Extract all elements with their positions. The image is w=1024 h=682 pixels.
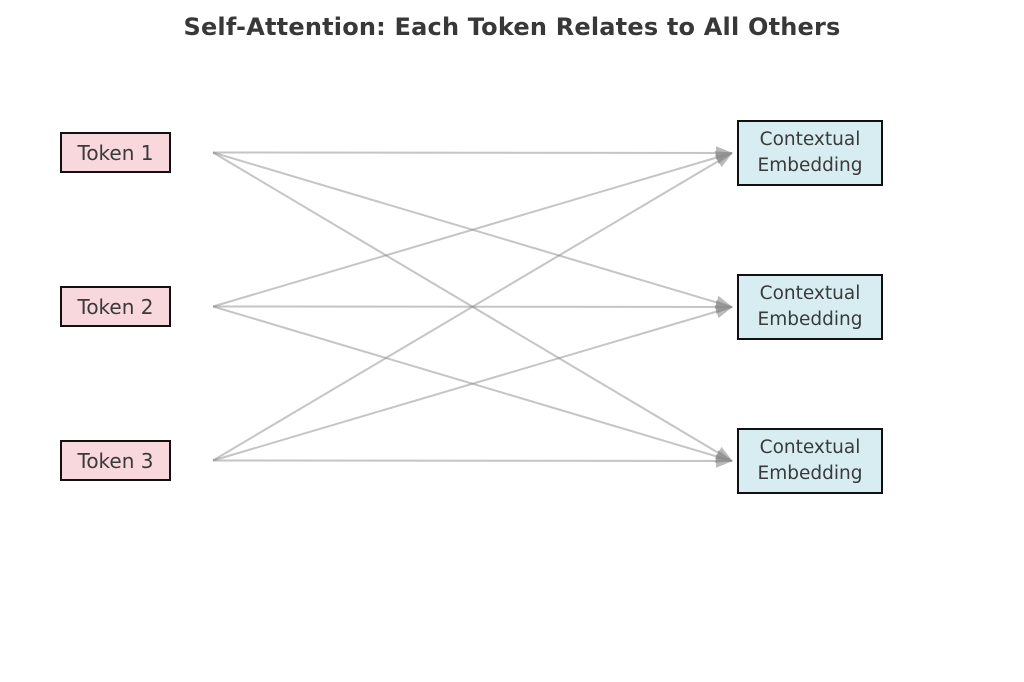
embedding-label-line2: Embedding [757,155,863,176]
attention-arrow [212,152,733,462]
embedding-label-line1: Contextual [759,129,861,150]
attention-arrow [212,151,733,309]
diagram-title: Self-Attention: Each Token Relates to Al… [183,13,841,41]
embedding-label-line1: Contextual [759,283,861,304]
attention-arrow [212,305,733,463]
token-label: Token 2 [77,294,154,319]
token-label: Token 3 [77,448,154,473]
token-node: Token 2 [60,286,171,327]
attention-arrow [212,151,733,308]
embedding-node: Contextual Embedding [737,428,883,494]
token-node: Token 3 [60,440,171,481]
embedding-node: Contextual Embedding [737,274,883,340]
attention-arrow [212,300,733,314]
attention-arrow [212,151,733,462]
attention-arrow [212,454,733,468]
embedding-label-line2: Embedding [757,309,863,330]
token-node: Token 1 [60,132,171,173]
embedding-label-line2: Embedding [757,463,863,484]
embedding-label-line1: Contextual [759,437,861,458]
attention-arrow [212,305,733,462]
attention-arrow [212,146,733,160]
token-label: Token 1 [77,140,154,165]
embedding-node: Contextual Embedding [737,120,883,186]
